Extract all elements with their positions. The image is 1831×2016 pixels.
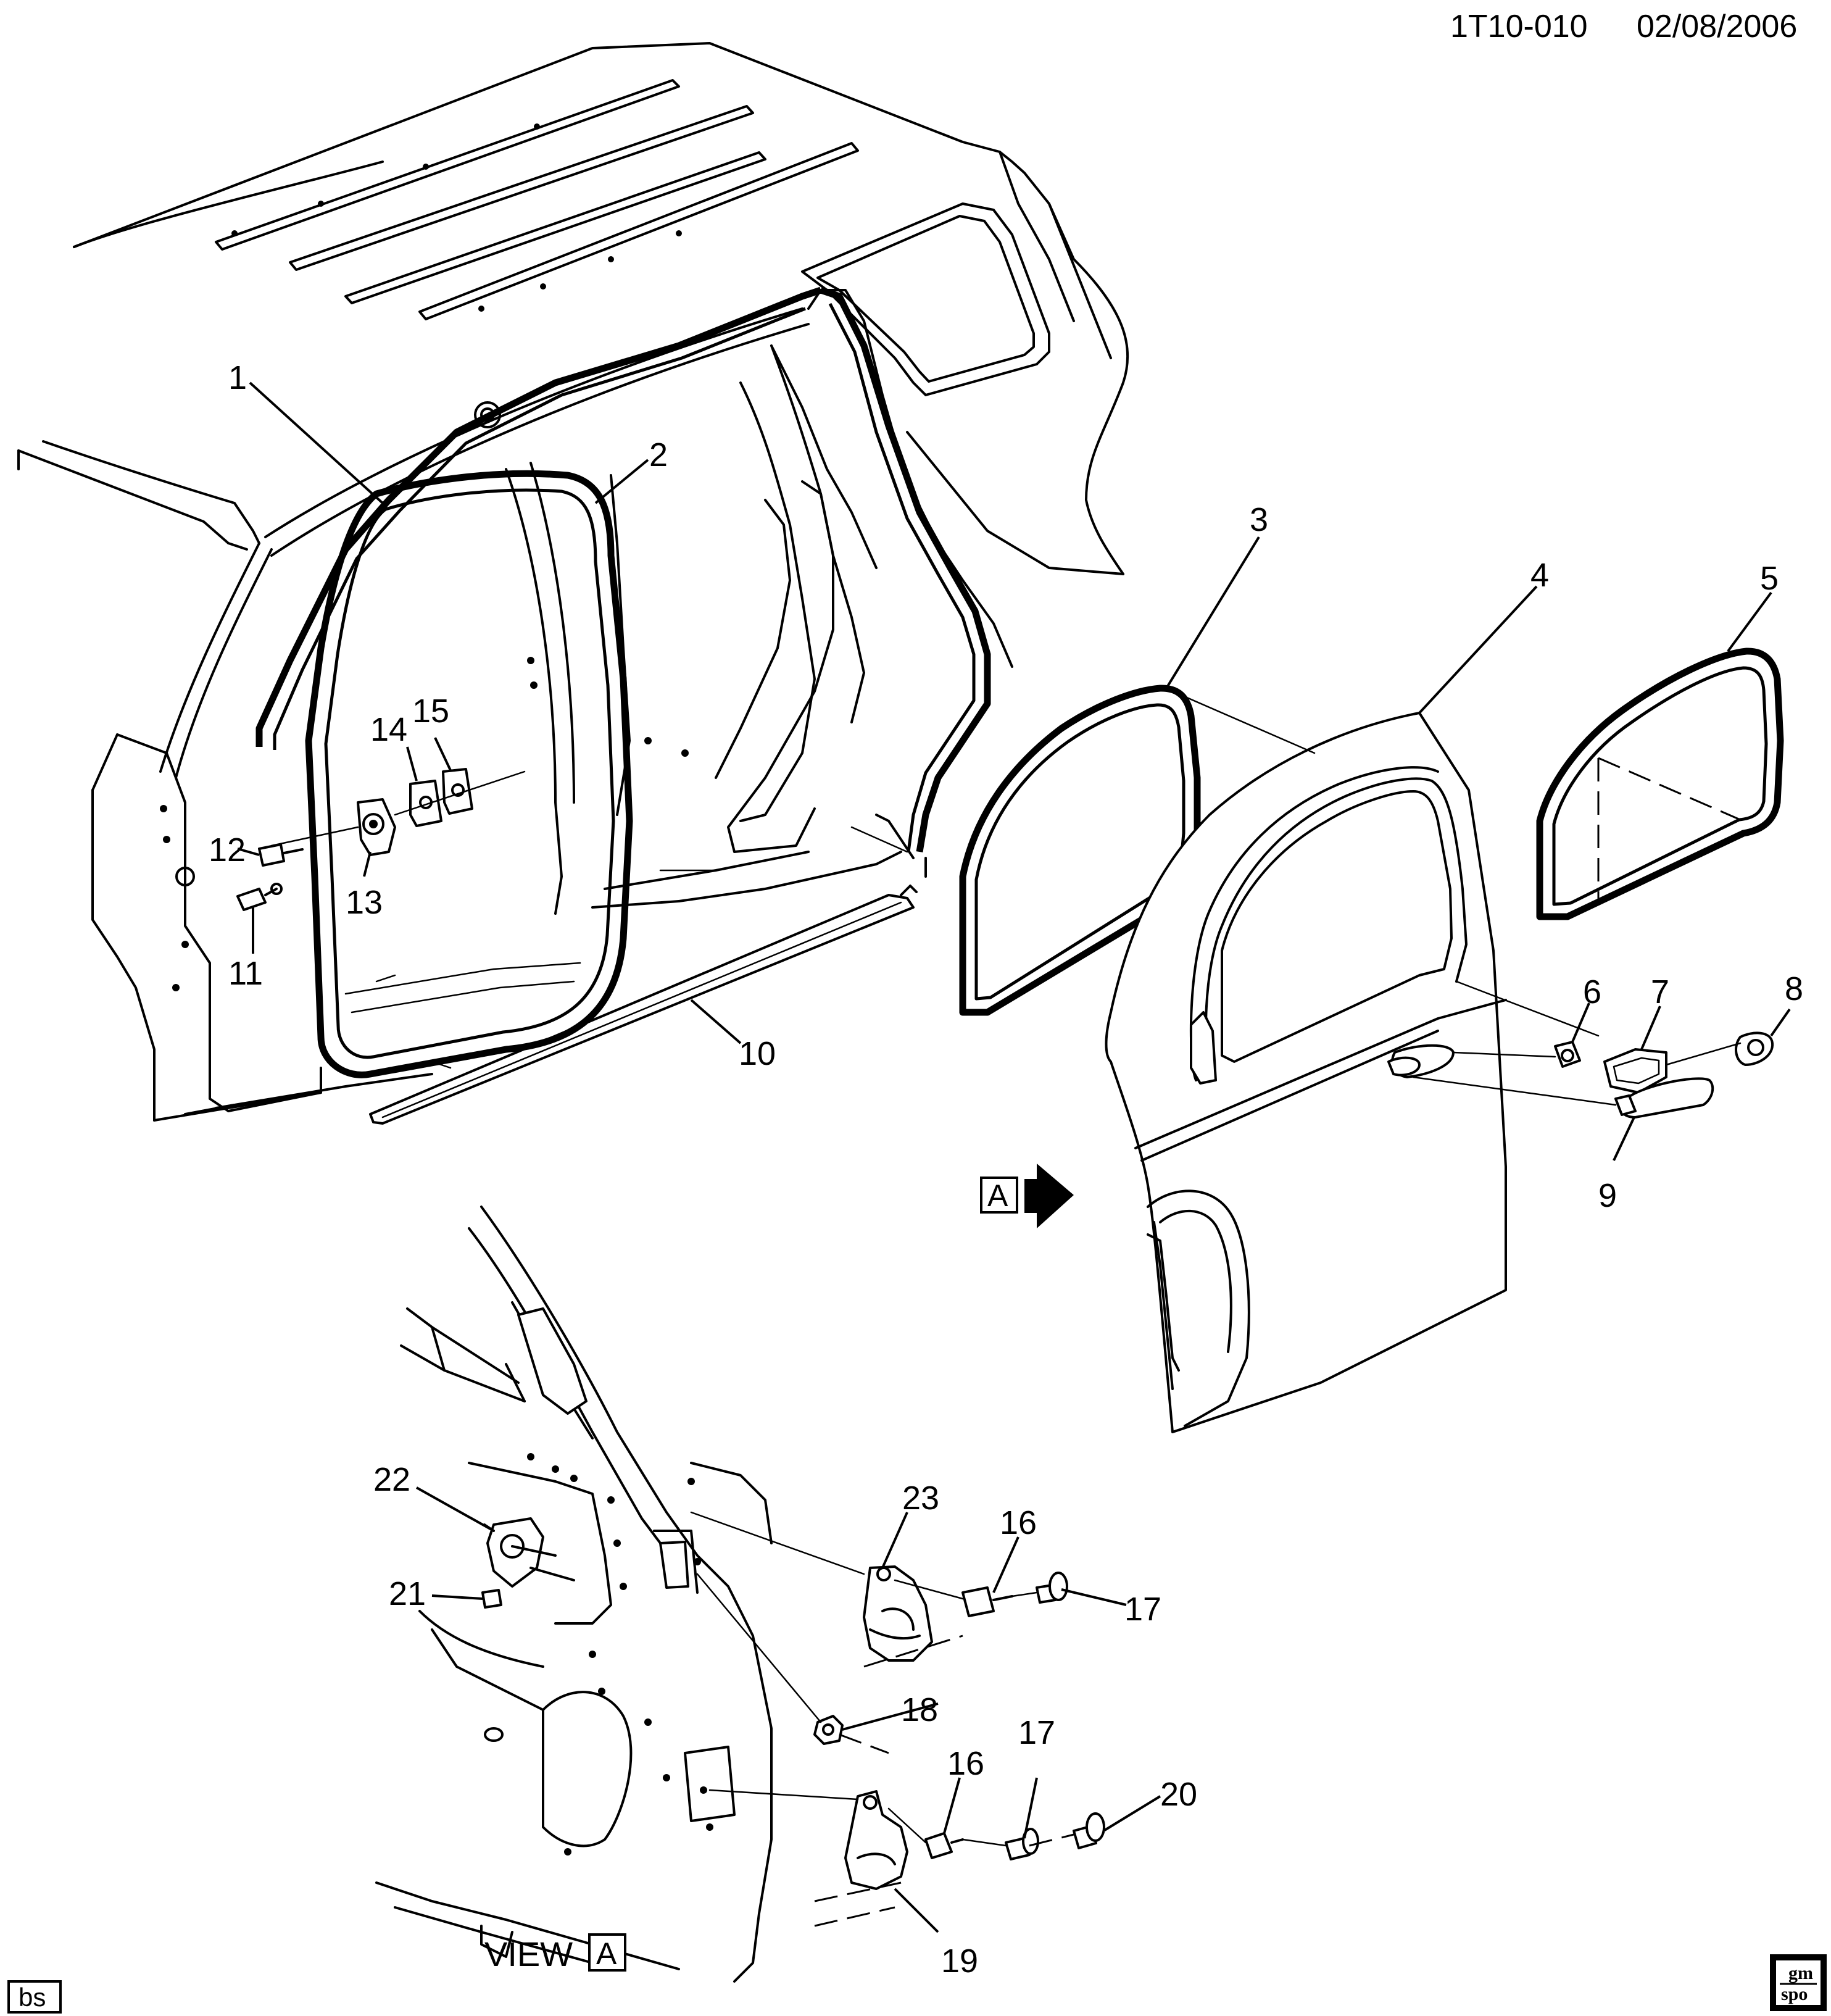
part-1-body-weatherstrip [255, 286, 991, 852]
callout-8: 8 [1785, 970, 1803, 1007]
callout-1: 1 [228, 359, 247, 396]
corner-tag-text: bs [19, 1983, 46, 2012]
callout-11: 11 [228, 955, 263, 992]
leader-lines [237, 381, 1791, 1933]
callout-16-lower: 16 [947, 1745, 984, 1782]
callout-7: 7 [1651, 973, 1669, 1010]
callout-3: 3 [1250, 501, 1268, 538]
callout-23: 23 [902, 1480, 939, 1517]
callout-16-upper: 16 [1000, 1504, 1037, 1541]
vehicle-body-illustration [17, 42, 1129, 1125]
callout-19: 19 [941, 1943, 978, 1980]
drawing-date: 02/08/2006 [1637, 9, 1797, 44]
guide-line-3 [1171, 690, 1316, 754]
callout-6: 6 [1583, 973, 1601, 1010]
callout-14: 14 [370, 711, 407, 748]
view-a-detail [375, 1206, 1105, 1983]
callout-5: 5 [1760, 560, 1779, 597]
callout-15: 15 [412, 693, 449, 730]
part-4-front-door [1105, 712, 1507, 1433]
callout-4: 4 [1530, 557, 1549, 594]
view-direction-arrow-icon [1024, 1164, 1074, 1228]
view-a-indicator: A [980, 1164, 1074, 1228]
guide-line-4 [1455, 980, 1600, 1037]
view-caption-word: VIEW [484, 1935, 573, 1973]
callout-22: 22 [373, 1461, 410, 1498]
guide-line-sill [431, 1060, 452, 1069]
logo-line-1: gm [1788, 1963, 1813, 1983]
callout-17-upper: 17 [1124, 1591, 1161, 1628]
callout-9: 9 [1598, 1177, 1617, 1214]
callout-12: 12 [209, 831, 246, 868]
part-2-front-opening-weatherstrip [305, 470, 633, 1078]
drawing-id: 1T10-010 [1450, 9, 1588, 44]
logo-line-2: spo [1781, 1984, 1808, 2004]
callout-13: 13 [346, 884, 383, 921]
door-handle-hardware [1412, 1031, 1774, 1118]
callout-18: 18 [901, 1691, 938, 1728]
callout-21: 21 [389, 1575, 426, 1612]
corner-tag: bs [7, 1980, 62, 2014]
guide-line-rocker [850, 826, 908, 853]
callout-labels: 1 2 3 4 5 6 7 8 9 10 11 12 13 14 15 16 1… [209, 359, 1803, 1980]
gm-spo-logo: gm spo [1770, 1954, 1827, 2011]
striker-assembly [236, 768, 526, 911]
roof-rivet-points [231, 123, 682, 312]
callout-17-lower: 17 [1018, 1714, 1055, 1751]
view-indicator-letter: A [987, 1178, 1008, 1213]
part-5-rear-window-weatherstrip [1536, 648, 1784, 920]
callout-10: 10 [739, 1035, 776, 1072]
callout-2: 2 [649, 436, 668, 473]
callout-20: 20 [1160, 1776, 1197, 1813]
view-caption-letter: A [596, 1936, 617, 1971]
view-a-caption: VIEW A [484, 1933, 626, 1973]
